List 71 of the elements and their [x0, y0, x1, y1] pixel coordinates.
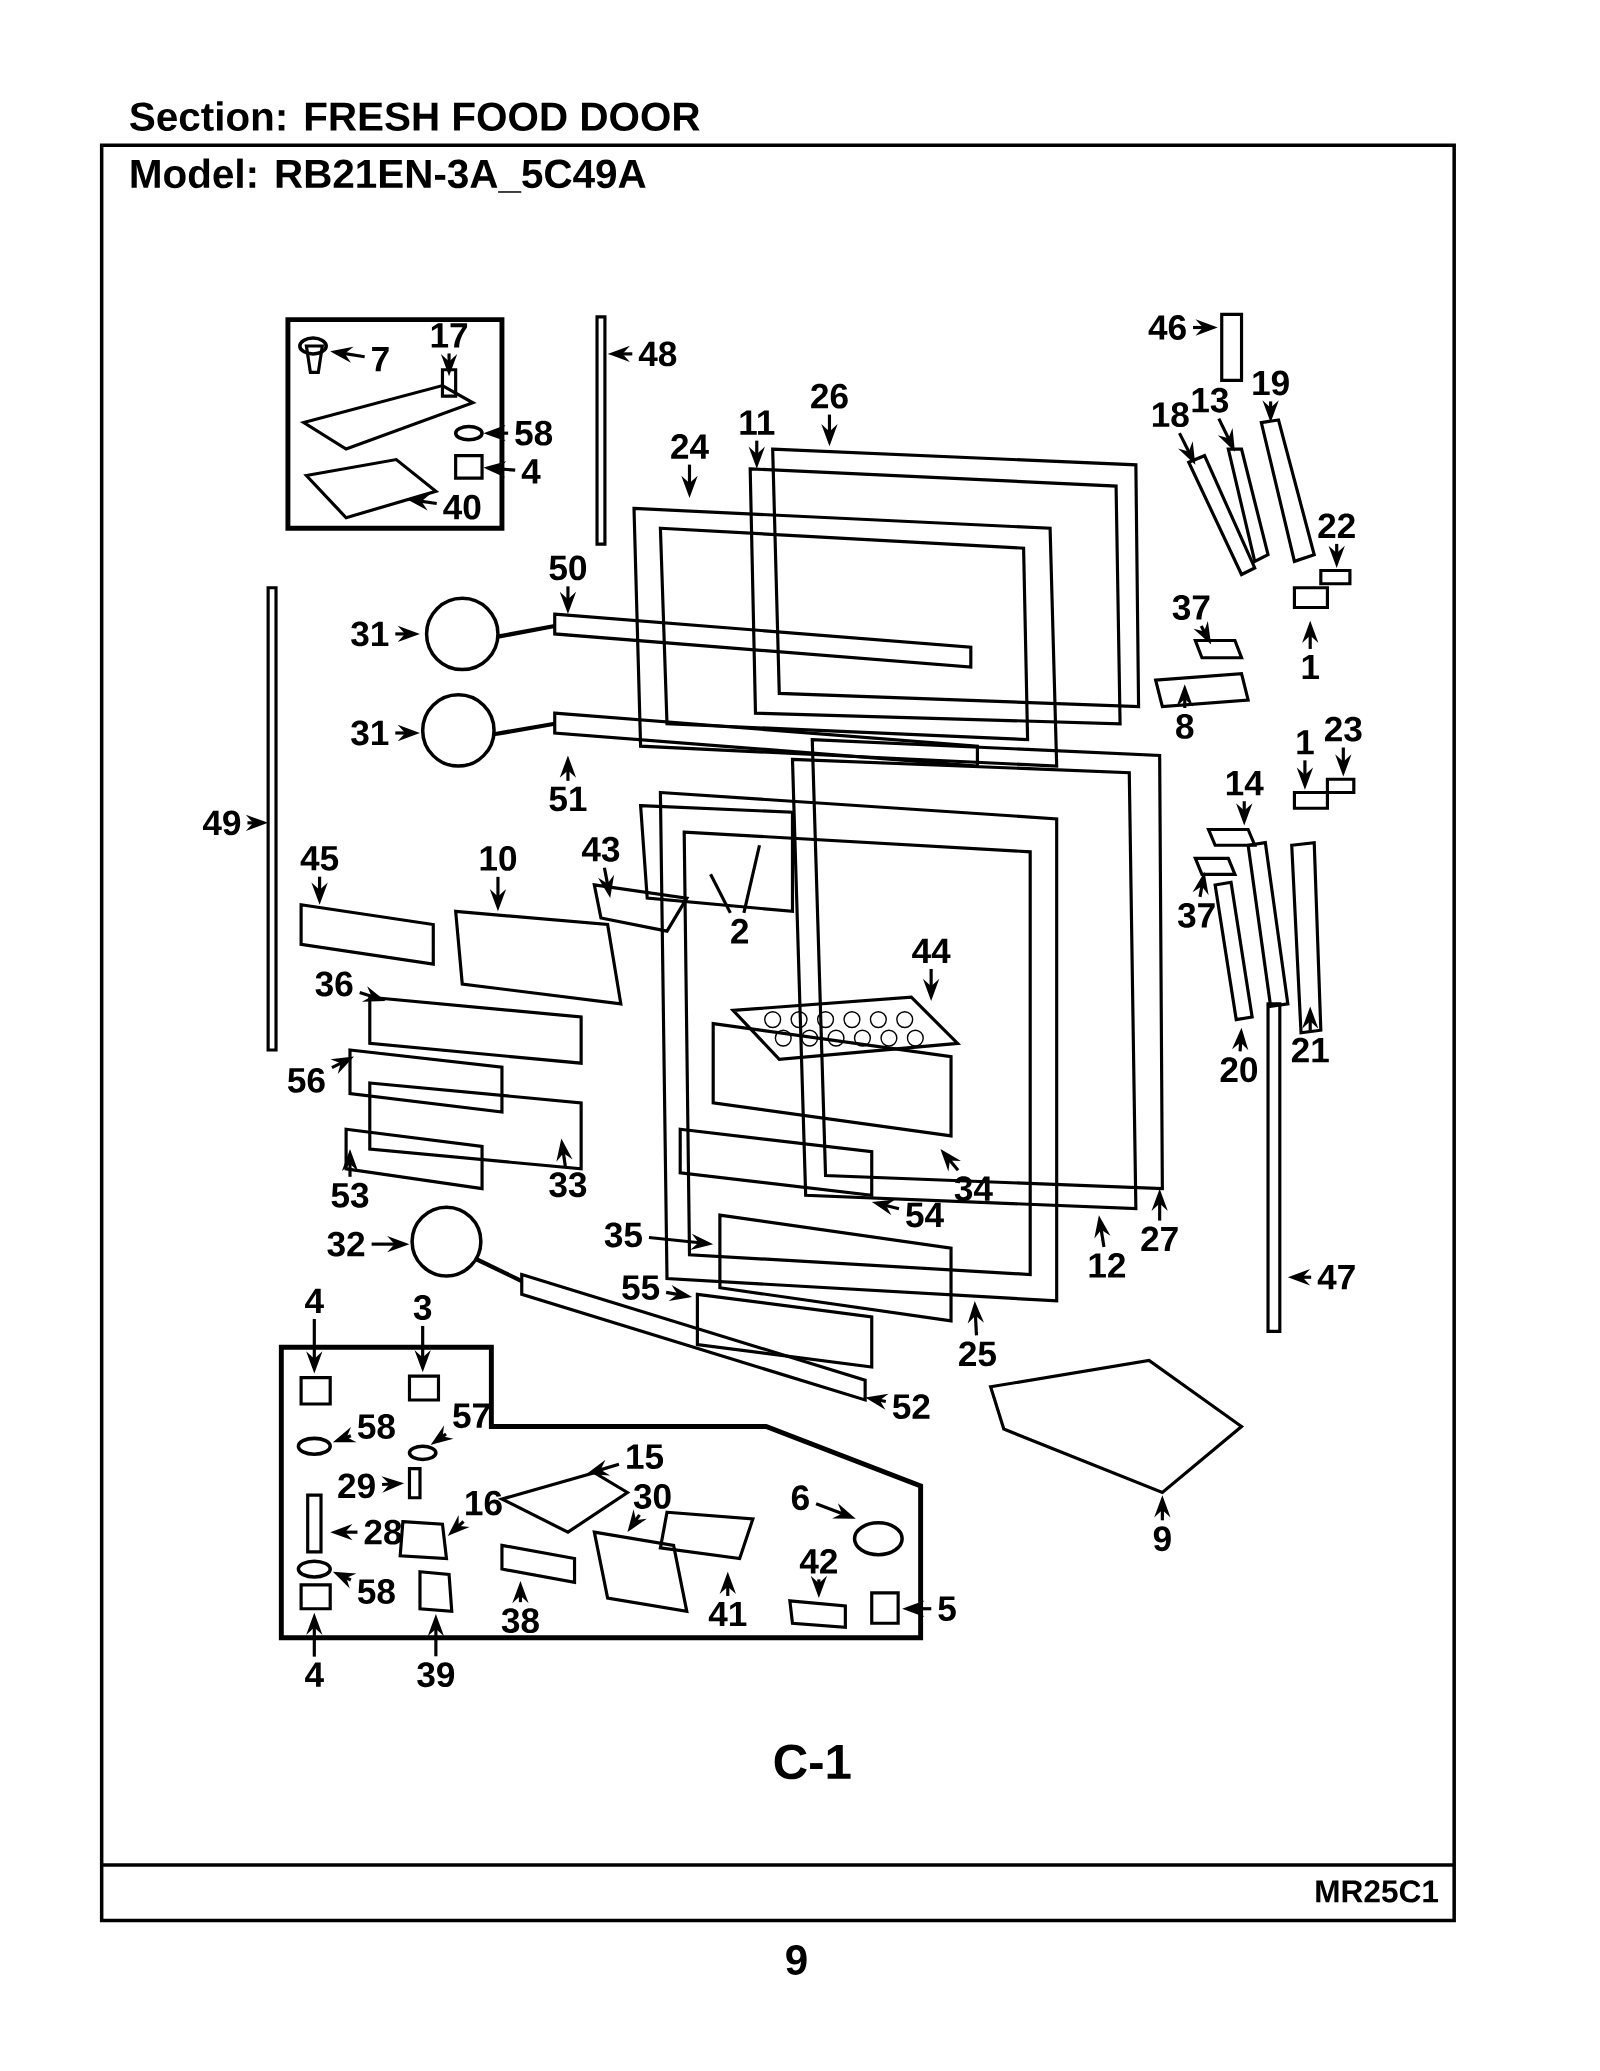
callout-number: 57	[453, 1403, 490, 1429]
callout-number: 58	[358, 1579, 396, 1604]
callout-number: 24	[671, 434, 710, 459]
callout-number: 14	[1227, 771, 1264, 796]
callout-number: 30	[634, 1484, 671, 1509]
callout-number: 17	[432, 323, 468, 348]
callout-number: 27	[1141, 1226, 1178, 1252]
callout-number: 3	[414, 1295, 432, 1320]
callout-number: 31	[351, 720, 389, 746]
callout-number: 44	[912, 938, 951, 963]
page-number: 9	[786, 1945, 807, 1975]
callout-number: 49	[203, 810, 241, 836]
callout-number: 26	[811, 383, 848, 409]
callout-number: 35	[604, 1222, 643, 1248]
callout-number: 28	[364, 1519, 402, 1545]
callout-number: 10	[480, 846, 517, 871]
callout-number: 25	[959, 1341, 997, 1367]
callout-number: 5	[938, 1596, 957, 1621]
leader-line	[742, 844, 762, 914]
callout-number: 46	[1148, 315, 1187, 340]
callout-number: 16	[466, 1490, 502, 1516]
callout-number: 20	[1220, 1057, 1258, 1083]
callout-number: 2	[731, 918, 749, 944]
callout-number: 36	[315, 971, 353, 997]
leader-line	[709, 873, 732, 914]
callout-number: 39	[417, 1662, 455, 1688]
callout-number: 1	[1302, 654, 1320, 680]
model-label: Model: RB21EN-3A_5C49A	[131, 158, 646, 193]
callout-number: 54	[906, 1202, 945, 1228]
callout-number: 7	[372, 347, 389, 372]
figure-code: C-1	[774, 1744, 851, 1780]
callout-number: 38	[502, 1608, 540, 1634]
callout-number: 40	[443, 494, 481, 520]
callout-number: 4	[522, 459, 541, 484]
callout-number: 1	[1297, 730, 1314, 755]
callout-number: 42	[800, 1548, 838, 1574]
callout-number: 47	[1317, 1265, 1355, 1290]
callout-number: 55	[622, 1275, 660, 1300]
callout-number: 37	[1172, 595, 1210, 620]
callout-number: 4	[305, 1662, 325, 1687]
callout-number: 45	[300, 846, 339, 871]
callout-number: 50	[549, 555, 587, 581]
callout-number: 48	[639, 341, 677, 367]
callout-number: 53	[331, 1182, 369, 1208]
callout-number: 13	[1192, 387, 1229, 413]
callout-number: 37	[1178, 902, 1215, 928]
callout-number: 19	[1253, 370, 1290, 396]
callout-number: 58	[515, 420, 553, 446]
callout-number: 8	[1176, 713, 1194, 739]
callout-number: 43	[582, 836, 620, 862]
callout-number: 31	[351, 621, 389, 647]
callout-number: 21	[1292, 1037, 1330, 1063]
callout-number: 33	[549, 1172, 587, 1198]
callout-number: 4	[305, 1288, 325, 1313]
callout-number: 11	[740, 410, 775, 435]
callout-number: 12	[1089, 1253, 1126, 1278]
callout-number: 18	[1153, 402, 1189, 428]
callout-number: 56	[288, 1067, 325, 1093]
section-title: Section: FRESH FOOD DOOR	[130, 101, 700, 131]
callout-number: 15	[627, 1444, 664, 1469]
callout-number: 51	[549, 786, 587, 812]
callout-number: 23	[1325, 716, 1362, 742]
callout-number: 9	[1154, 1526, 1172, 1552]
callout-number: 41	[709, 1601, 747, 1627]
callout-number: 29	[338, 1473, 376, 1499]
callout-number: 6	[792, 1485, 810, 1511]
callout-number: 58	[358, 1414, 396, 1439]
callout-number: 52	[893, 1394, 930, 1419]
document-code: MR25C1	[1316, 1880, 1439, 1903]
callout-number: 22	[1318, 513, 1356, 538]
callout-number: 32	[327, 1231, 365, 1257]
